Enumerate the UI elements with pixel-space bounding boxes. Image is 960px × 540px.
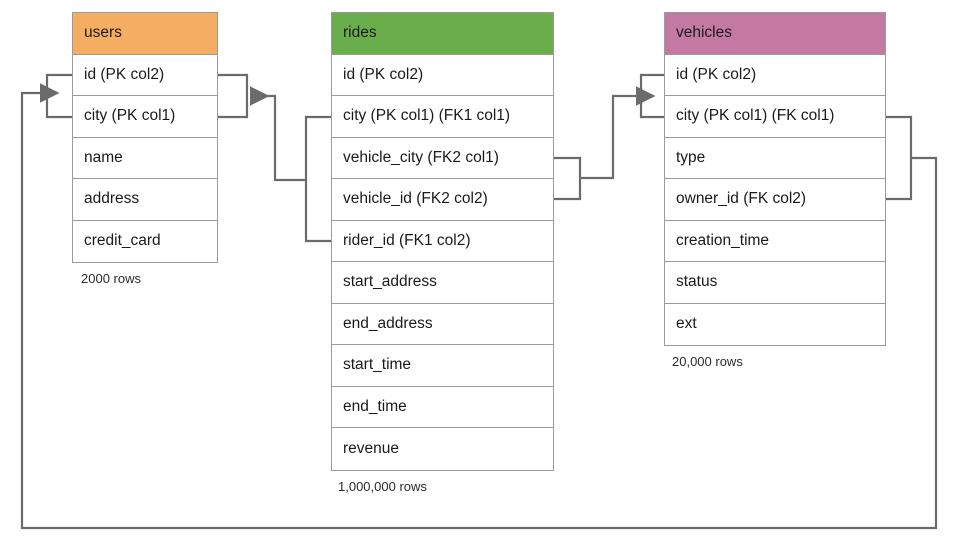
table-users-title: users — [73, 13, 217, 55]
table-rides-field-end-time[interactable]: end_time — [332, 386, 553, 428]
table-vehicles-field-type[interactable]: type — [665, 137, 885, 179]
table-users-field-id[interactable]: id (PK col2) — [73, 54, 217, 96]
connector-fk1-rides-to-users — [249, 86, 306, 182]
table-rides-title: rides — [332, 13, 553, 55]
table-vehicles-title: vehicles — [665, 13, 885, 55]
table-users-field-name[interactable]: name — [73, 137, 217, 179]
connector-users-left-bracket — [45, 73, 72, 119]
table-users-field-credit-card[interactable]: credit_card — [73, 220, 217, 262]
table-users[interactable]: users id (PK col2) city (PK col1) name a… — [72, 12, 218, 263]
table-rides-field-id[interactable]: id (PK col2) — [332, 54, 553, 96]
table-rides[interactable]: rides id (PK col2) city (PK col1) (FK1 c… — [331, 12, 554, 471]
table-vehicles-row-count: 20,000 rows — [672, 354, 743, 369]
table-rides-row-count: 1,000,000 rows — [338, 479, 427, 494]
connector-users-right-bracket — [218, 73, 249, 119]
connector-rides-right-bracket — [554, 156, 582, 201]
table-users-field-city[interactable]: city (PK col1) — [73, 96, 217, 138]
table-vehicles-field-ext[interactable]: ext — [665, 303, 885, 345]
table-rides-field-vehicle-id[interactable]: vehicle_id (FK2 col2) — [332, 179, 553, 221]
table-rides-field-vehicle-city[interactable]: vehicle_city (FK2 col1) — [332, 137, 553, 179]
table-vehicles[interactable]: vehicles id (PK col2) city (PK col1) (FK… — [664, 12, 886, 346]
table-vehicles-field-id[interactable]: id (PK col2) — [665, 54, 885, 96]
table-users-row-count: 2000 rows — [81, 271, 141, 286]
table-rides-field-start-address[interactable]: start_address — [332, 262, 553, 304]
table-vehicles-field-city[interactable]: city (PK col1) (FK col1) — [665, 96, 885, 138]
table-rides-field-city[interactable]: city (PK col1) (FK1 col1) — [332, 96, 553, 138]
table-rides-field-revenue[interactable]: revenue — [332, 428, 553, 470]
connector-vehicles-left-bracket — [639, 73, 664, 119]
table-rides-field-start-time[interactable]: start_time — [332, 345, 553, 387]
connector-fk2-rides-to-vehicles — [580, 86, 656, 180]
table-vehicles-field-owner-id[interactable]: owner_id (FK col2) — [665, 179, 885, 221]
table-users-field-address[interactable]: address — [73, 179, 217, 221]
table-rides-field-end-address[interactable]: end_address — [332, 303, 553, 345]
table-vehicles-field-creation-time[interactable]: creation_time — [665, 220, 885, 262]
table-rides-field-rider-id[interactable]: rider_id (FK1 col2) — [332, 220, 553, 262]
connector-rides-left-bracket — [304, 115, 331, 243]
connector-vehicles-right-bracket — [886, 115, 913, 201]
table-vehicles-field-status[interactable]: status — [665, 262, 885, 304]
